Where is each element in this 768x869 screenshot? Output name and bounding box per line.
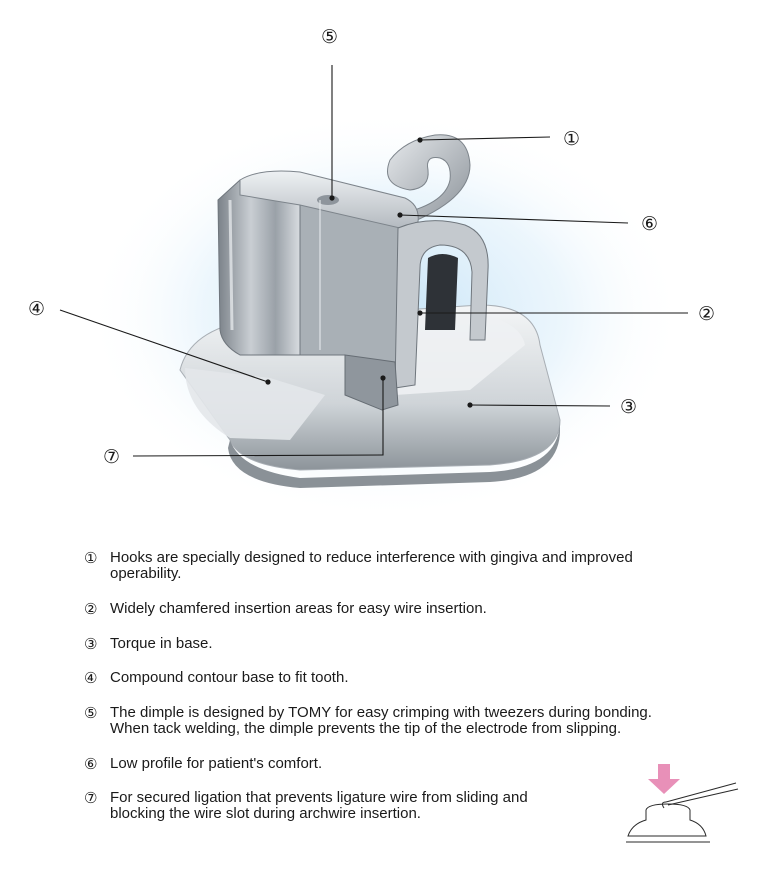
callout-3: ③ — [620, 396, 637, 418]
feature-item-3: ③ Torque in base. — [84, 635, 213, 653]
bracket-figure: ⑤ ① ⑥ ④ ② ③ ⑦ — [28, 26, 715, 520]
callout-4: ④ — [28, 298, 45, 320]
callout-7: ⑦ — [103, 446, 120, 468]
leader-line-4 — [59, 309, 269, 383]
feature-item-2: ② Widely chamfered insertion areas for e… — [84, 600, 487, 618]
leader-line-7 — [132, 378, 384, 457]
callout-5: ⑤ — [321, 26, 338, 48]
feature-item-5: ⑤ The dimple is designed by TOMY for eas… — [84, 705, 652, 737]
callout-dots — [265, 137, 473, 408]
feature-text: For secured ligation that prevents ligat… — [110, 789, 528, 822]
leader-line-3 — [469, 404, 611, 407]
feature-text: The dimple is designed by TOMY for easy … — [110, 704, 652, 737]
feature-item-1: ① Hooks are specially designed to reduce… — [84, 550, 633, 582]
down-arrow-icon — [648, 764, 680, 794]
feature-number: ③ — [84, 635, 98, 653]
feature-number: ② — [84, 600, 98, 618]
feature-number: ⑥ — [84, 755, 98, 773]
feature-text: Compound contour base to fit tooth. — [110, 669, 349, 686]
feature-number: ④ — [84, 669, 98, 687]
callout-lines — [59, 65, 688, 457]
feature-item-7: ⑦ For secured ligation that prevents lig… — [84, 790, 528, 822]
feature-text: Torque in base. — [110, 635, 213, 652]
bracket-illustration — [179, 134, 561, 488]
feature-text: Widely chamfered insertion areas for eas… — [110, 600, 487, 617]
feature-text: Low profile for patient's comfort. — [110, 755, 323, 772]
feature-number: ① — [84, 549, 98, 567]
feature-text: Hooks are specially designed to reduce i… — [110, 549, 633, 582]
leader-line-1 — [419, 136, 551, 141]
callout-2: ② — [698, 303, 715, 325]
feature-item-4: ④ Compound contour base to fit tooth. — [84, 669, 349, 687]
feature-number: ⑤ — [84, 704, 98, 722]
leader-line-6 — [399, 214, 629, 224]
feature-number: ⑦ — [84, 789, 98, 807]
crimp-tweezer-icon — [626, 764, 739, 843]
callout-1: ① — [563, 128, 580, 150]
feature-item-6: ⑥ Low profile for patient's comfort. — [84, 755, 323, 773]
callout-6: ⑥ — [641, 213, 658, 235]
